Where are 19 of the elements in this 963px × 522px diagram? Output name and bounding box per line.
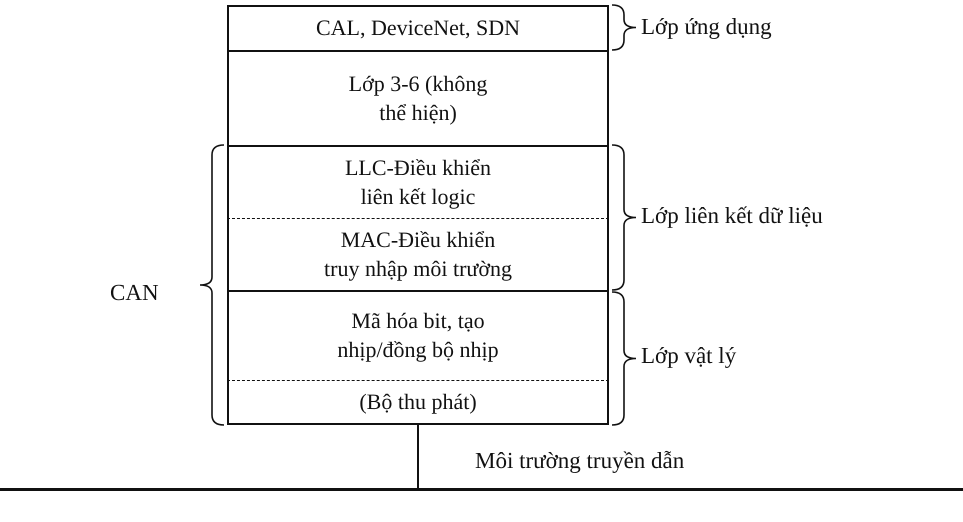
layer-text: Mã hóa bit, tạo nhịp/đồng bộ nhịp (336, 307, 500, 364)
layer-box (227, 290, 609, 380)
medium-label: Môi trường truyền dẫn (475, 448, 684, 474)
layer-label: CAN (110, 280, 159, 306)
layer-box (227, 145, 609, 218)
layer-text: (Bộ thu phát) (359, 388, 477, 416)
layer-text: Lớp 3-6 (không thể hiện) (348, 70, 488, 127)
layer-text: CAL, DeviceNet, SDN (316, 14, 520, 42)
layer-label: Lớp vật lý (641, 343, 736, 369)
connector-line (417, 425, 419, 488)
layer-box (227, 5, 609, 50)
transmission-medium-line (0, 488, 963, 491)
layer-box (227, 50, 609, 145)
layer-box (227, 218, 609, 290)
layer-text: MAC-Điều khiển truy nhập môi trường (323, 226, 513, 283)
layer-label: Lớp liên kết dữ liệu (641, 203, 823, 229)
layer-label: Lớp ứng dụng (641, 14, 772, 40)
layer-box (227, 380, 609, 425)
layer-text: LLC-Điều khiển liên kết logic (344, 154, 492, 211)
